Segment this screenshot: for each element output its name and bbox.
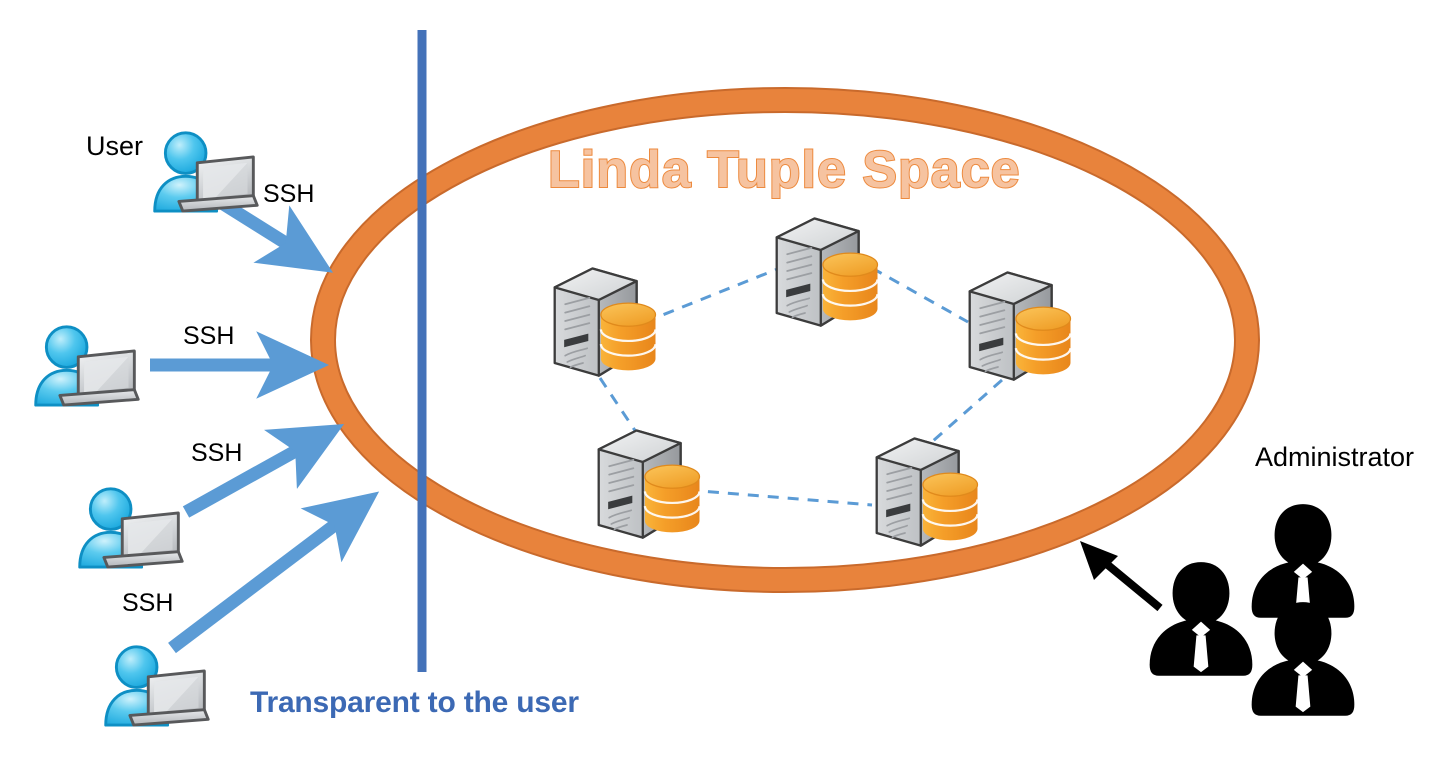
administrator-icon[interactable] xyxy=(1251,504,1355,618)
ssh-arrow-3 xyxy=(182,424,345,518)
administrator-icon[interactable] xyxy=(1149,562,1253,676)
ssh-arrow-group xyxy=(150,184,380,654)
administrator-icon[interactable] xyxy=(1251,602,1355,716)
ssh-label-1: SSH xyxy=(263,180,315,208)
client-user-icon[interactable] xyxy=(153,131,259,213)
client-user-icon[interactable] xyxy=(104,645,210,727)
ssh-arrow-4 xyxy=(168,491,380,654)
server-link xyxy=(644,266,781,324)
server-link xyxy=(871,266,969,324)
server-node[interactable] xyxy=(553,267,657,377)
administrator-label: Administrator xyxy=(1255,442,1415,472)
server-link xyxy=(924,378,1003,450)
ssh-label-4: SSH xyxy=(122,589,174,617)
server-link-group xyxy=(598,266,1003,507)
client-user-icon[interactable] xyxy=(78,487,184,569)
ssh-label-2: SSH xyxy=(183,322,235,350)
client-user-icon[interactable] xyxy=(34,325,140,407)
tuple-space-title: Linda Tuple Space xyxy=(547,140,1021,200)
server-link xyxy=(598,377,640,436)
admin-arrow xyxy=(1080,541,1163,612)
server-node[interactable] xyxy=(875,437,979,547)
server-link xyxy=(687,488,873,507)
user-label: User xyxy=(86,131,144,161)
ssh-label-3: SSH xyxy=(191,439,243,467)
transparent-note: Transparent to the user xyxy=(250,686,579,719)
server-node[interactable] xyxy=(968,271,1072,381)
server-node[interactable] xyxy=(597,429,701,539)
server-node[interactable] xyxy=(775,217,879,327)
